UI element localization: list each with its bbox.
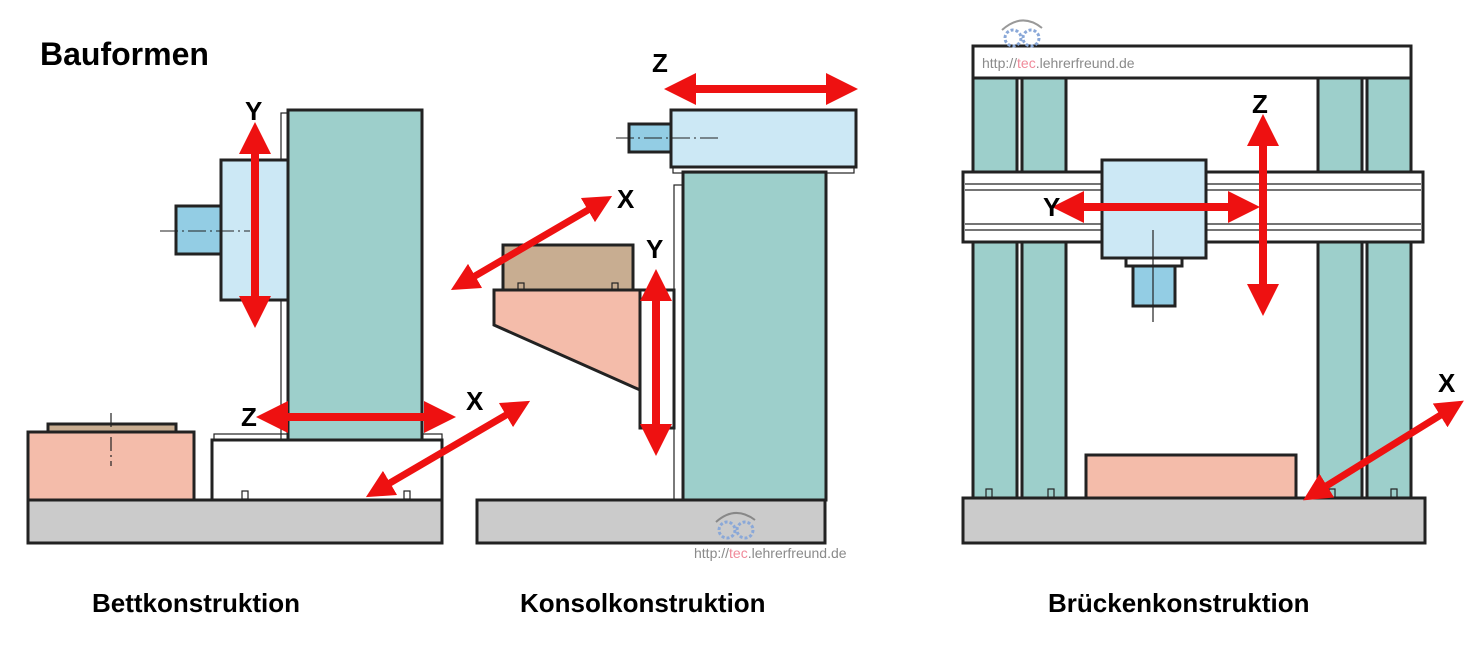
slot (1047, 488, 1055, 499)
caption-konsolkonstruktion: Konsolkonstruktion (520, 588, 766, 618)
machine-bed (26, 498, 444, 545)
y-axis-label: Y (646, 234, 663, 264)
slot (241, 490, 249, 500)
page-title: Bauformen (40, 36, 209, 72)
machine-bed (961, 496, 1427, 545)
x-axis-arrow (365, 400, 531, 498)
z-axis-label: Z (241, 402, 257, 432)
spindle (1131, 264, 1177, 308)
y-axis-label: Y (245, 96, 262, 126)
x-axis-arrow (1303, 400, 1464, 501)
watermark-owl-icon (715, 512, 756, 540)
diagram-brueckenkonstruktion: Z Y X http://tec.lehrerfreund.de (961, 19, 1464, 545)
head-plate (672, 166, 855, 174)
watermark-url: http://tec.lehrerfreund.de (982, 55, 1135, 71)
knee-console (492, 288, 642, 393)
slot (985, 488, 993, 499)
column (681, 170, 828, 502)
z-axis-label: Z (1252, 89, 1268, 119)
x-axis-arrow (450, 195, 613, 291)
caption-brueckenkonstruktion: Brückenkonstruktion (1048, 588, 1310, 618)
caption-bettkonstruktion: Bettkonstruktion (92, 588, 300, 618)
left-column-b (1020, 76, 1068, 500)
left-column-a (971, 76, 1019, 500)
spindle (627, 122, 673, 154)
spindle-head (669, 108, 858, 169)
spindle (174, 204, 223, 256)
x-axis-label: X (617, 184, 635, 214)
machine-bed (475, 498, 827, 545)
top-crossbeam (971, 44, 1413, 80)
x-axis-label: X (1438, 368, 1456, 398)
watermark-url: http://tec.lehrerfreund.de (694, 545, 847, 561)
watermark-owl-icon (1001, 19, 1043, 48)
x-axis-label: X (466, 386, 484, 416)
diagram-konsolkonstruktion: Z X Y http://tec.lehrerfreund.de (450, 48, 858, 561)
right-column-a (1316, 76, 1364, 500)
y-axis-label: Y (1043, 192, 1060, 222)
diagram-bettkonstruktion: Y Z X (26, 96, 531, 545)
column (286, 108, 424, 442)
workpiece-top-plate (46, 422, 178, 434)
z-axis-label: Z (652, 48, 668, 78)
workpiece (1084, 453, 1298, 500)
